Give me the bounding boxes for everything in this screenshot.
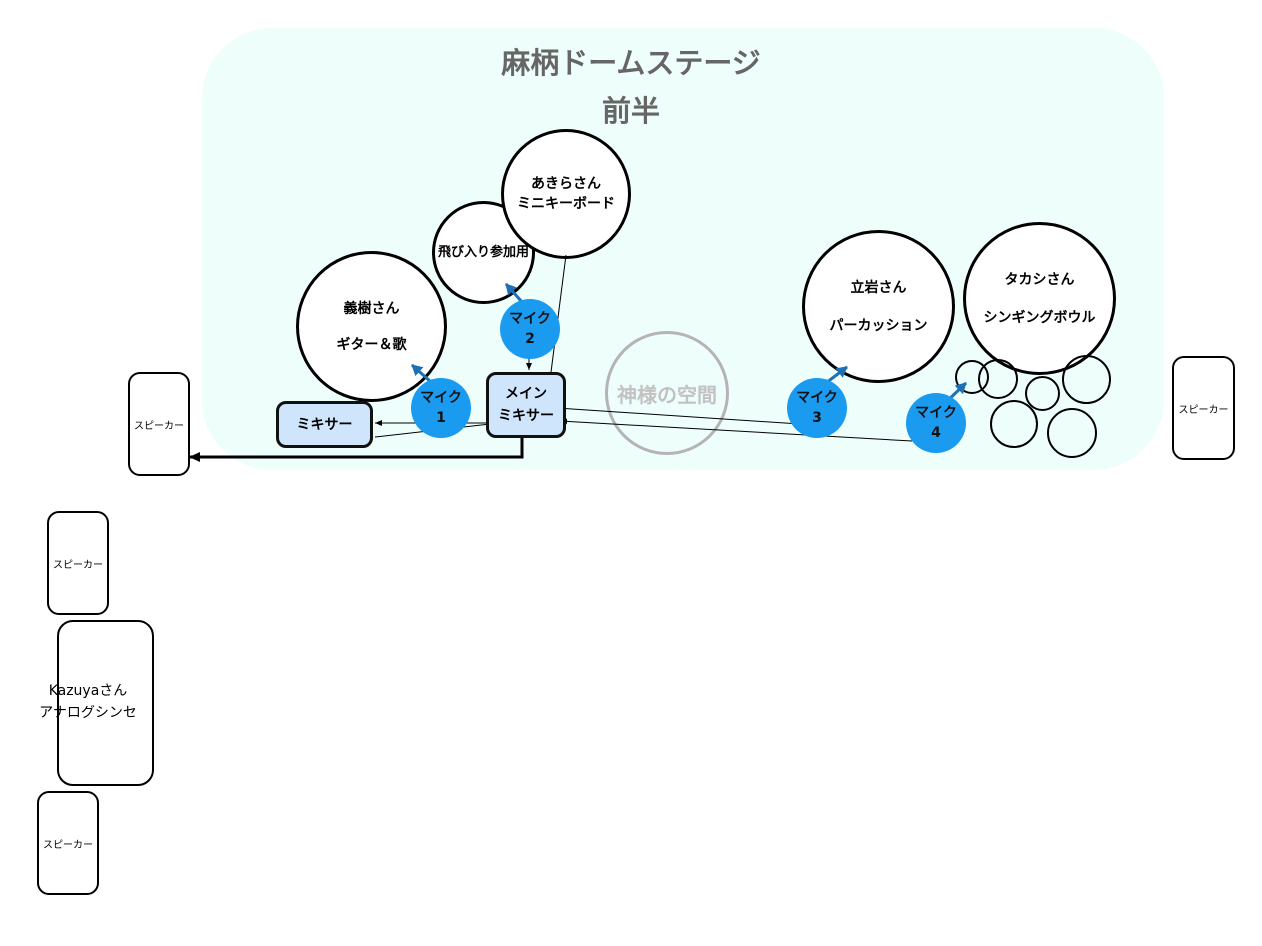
performer-yoshiki: 義樹さん ギター＆歌 (296, 251, 447, 402)
speaker-label: スピーカー (1178, 404, 1229, 416)
performer-yoshiki-role: ギター＆歌 (336, 336, 407, 353)
mic-2-number: 2 (525, 331, 535, 347)
performer-kazuya-box (57, 620, 154, 786)
mic-4-label: マイク (915, 405, 957, 421)
mic-2-label: マイク (509, 311, 551, 327)
mic-1: マイク 1 (411, 378, 471, 438)
performer-tateiwa-role: パーカッション (829, 317, 928, 334)
singing-bowl (1025, 376, 1060, 411)
performer-akira-role: ミニキーボード (517, 196, 615, 212)
performer-kazuya: Kazuyaさん アナログシンセ (28, 680, 148, 724)
speaker-stage-right: スピーカー (1172, 356, 1235, 460)
performer-yoshiki-name: 義樹さん (343, 300, 400, 317)
speaker-synth-lower: スピーカー (37, 791, 99, 895)
speaker-label: スピーカー (43, 839, 93, 851)
sub-mixer: ミキサー (276, 401, 373, 448)
god-space: 神様の空間 (605, 331, 729, 455)
performer-kazuya-name: Kazuyaさん (48, 683, 128, 699)
mic-3: マイク 3 (787, 378, 847, 438)
performer-tateiwa-name: 立岩さん (850, 279, 907, 296)
mic-2: マイク 2 (500, 299, 560, 359)
speaker-synth-upper: スピーカー (47, 511, 109, 615)
performer-takashi: タカシさん シンギングボウル (963, 222, 1116, 375)
mic-4: マイク 4 (906, 393, 966, 453)
singing-bowl (1047, 408, 1097, 458)
mic-1-number: 1 (436, 410, 446, 426)
singing-bowl (978, 359, 1018, 399)
main-mixer-label-line1: メイン (505, 386, 547, 402)
mic-1-label: マイク (420, 390, 462, 406)
guest-slot-label: 飛び入り参加用 (437, 244, 529, 260)
speaker-label: スピーカー (53, 559, 103, 571)
stage-title: 麻柄ドームステージ (501, 46, 761, 80)
mic-3-number: 3 (812, 410, 822, 426)
mic-3-label: マイク (796, 390, 838, 406)
performer-akira: あきらさん ミニキーボード (501, 129, 631, 259)
god-space-label: 神様の空間 (617, 382, 717, 407)
speaker-label: スピーカー (134, 420, 184, 432)
performer-tateiwa: 立岩さん パーカッション (802, 230, 955, 383)
performer-takashi-role: シンギングボウル (983, 309, 1096, 326)
performer-kazuya-role: アナログシンセ (39, 705, 137, 721)
mic-4-number: 4 (931, 425, 941, 441)
singing-bowl (990, 400, 1038, 448)
stage-subtitle: 前半 (601, 94, 660, 128)
singing-bowl (1062, 355, 1111, 404)
main-mixer: メイン ミキサー (486, 372, 566, 438)
performer-takashi-name: タカシさん (1004, 271, 1075, 288)
performer-akira-name: あきらさん (531, 176, 601, 192)
main-mixer-label-line2: ミキサー (498, 408, 554, 424)
sub-mixer-label: ミキサー (296, 416, 353, 433)
speaker-stage-left: スピーカー (128, 372, 190, 476)
